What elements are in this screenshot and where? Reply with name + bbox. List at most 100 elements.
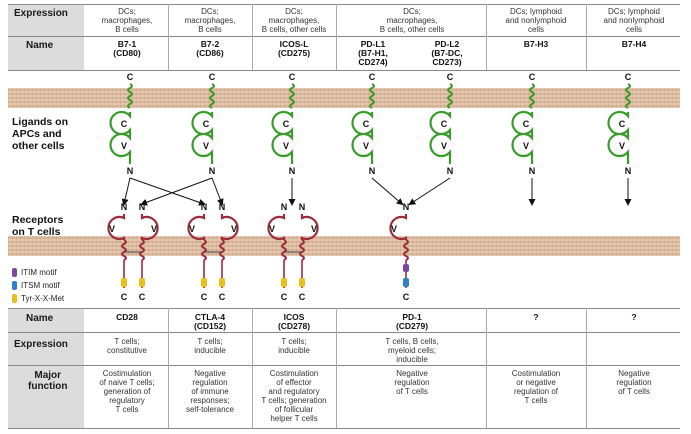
ligand-tm-segment xyxy=(127,83,133,109)
receptor-expression-ctla4: T cells; inducible xyxy=(194,337,226,355)
receptor-n-terminal-label: N xyxy=(219,202,226,212)
function-unknown-2: Negative regulation of T cells xyxy=(616,369,652,396)
receptor-v-domain-label: V xyxy=(391,224,397,234)
function-pd1: Negative regulation of T cells xyxy=(394,369,430,396)
ligand-n-terminal-label: N xyxy=(369,166,376,176)
col-divider xyxy=(168,4,169,70)
binding-arrow xyxy=(121,177,131,206)
ligand-expression-b7-1: DCs; macrophages, B cells xyxy=(101,7,153,34)
receptor-v-domain xyxy=(140,214,159,241)
itsm-swatch xyxy=(12,281,17,290)
col-divider xyxy=(336,308,337,428)
receptor-expression-pd1: T cells, B cells, myeloid cells; inducib… xyxy=(385,337,439,364)
tyr-motif xyxy=(139,278,145,287)
top-table-label-column xyxy=(8,4,84,70)
ligand-v-domain-label: V xyxy=(363,141,369,151)
ligand-expression-b7-h4: DCs; lymphoid and nonlymphoid cells xyxy=(603,7,665,34)
receptor-v-domain-label: V xyxy=(109,224,115,234)
ligand-c-terminal-label: C xyxy=(625,72,632,82)
receptor-v-domain xyxy=(300,214,319,241)
tyr-motif xyxy=(121,278,127,287)
bottom-table-label-column xyxy=(8,308,84,428)
ligand-c-terminal-label: C xyxy=(127,72,134,82)
ligand-name-b7-1: B7-1 (CD80) xyxy=(113,39,141,58)
legend-label: Tyr-X-X-Met xyxy=(21,294,65,303)
ligand-c-domain-label: C xyxy=(283,119,290,129)
ligand-ig-domains xyxy=(511,110,534,164)
ligand-name-b7-h4: B7-H4 xyxy=(621,39,647,49)
tyr-motif xyxy=(281,278,287,287)
itim-swatch xyxy=(12,268,17,277)
bottom-table-rule xyxy=(8,428,680,429)
receptor-name-ctla4: CTLA-4 (CD152) xyxy=(193,312,227,331)
ligand-expression-b7-h3: DCs; lymphoid and nonlymphoid cells xyxy=(505,7,567,34)
receptor-name-icos: ICOS (CD278) xyxy=(277,312,311,331)
receptor-c-terminal-label: C xyxy=(139,292,146,302)
ligand-c-domain-label: C xyxy=(619,119,626,129)
receptor-n-terminal-label: N xyxy=(201,202,208,212)
ligand-expression-pd-l: DCs; macrophages, B cells, other cells xyxy=(379,7,445,34)
receptor-tm-segment xyxy=(121,239,127,261)
ligand-tm-segment xyxy=(625,83,631,109)
ligand-c-terminal-label: C xyxy=(447,72,454,82)
ligand-c-terminal-label: C xyxy=(529,72,536,82)
receptors-side-label: Receptors on T cells xyxy=(12,214,64,238)
ligand-c-terminal-label: C xyxy=(209,72,216,82)
ligand-v-domain-label: V xyxy=(121,141,127,151)
receptor-c-terminal-label: C xyxy=(201,292,208,302)
receptor-v-domain xyxy=(187,214,206,241)
top-table-rule-bottom xyxy=(8,70,680,71)
receptor-n-terminal-label: N xyxy=(281,202,288,212)
receptor-n-terminal-label: N xyxy=(299,202,306,212)
top-table-rule-mid xyxy=(8,36,680,37)
col-divider xyxy=(252,4,253,70)
ligand-name-pd-l2: PD-L2 (B7-DC, CD273) xyxy=(431,39,463,67)
receptor-molecule: NVC xyxy=(267,202,288,302)
ligands-side-label: Ligands on APCs and other cells xyxy=(12,116,68,152)
receptor-n-terminal-label: N xyxy=(121,202,128,212)
receptor-name-unknown-1: ? xyxy=(533,312,539,322)
receptor-tm-segment xyxy=(403,239,409,261)
receptor-v-domain xyxy=(107,214,126,241)
ligand-ig-domains xyxy=(191,110,214,164)
ligand-v-domain-label: V xyxy=(283,141,289,151)
receptor-v-domain xyxy=(267,214,286,241)
col-divider xyxy=(486,4,487,70)
function-ctla4: Negative regulation of immune responses;… xyxy=(185,369,235,414)
receptor-v-domain-label: V xyxy=(311,224,317,234)
receptor-c-terminal-label: C xyxy=(219,292,226,302)
itsm-motif xyxy=(403,278,409,287)
ligand-name-b7-h3: B7-H3 xyxy=(523,39,549,49)
receptor-n-terminal-label: N xyxy=(403,202,410,212)
ligand-n-terminal-label: N xyxy=(127,166,134,176)
ligand-v-domain-label: V xyxy=(619,141,625,151)
receptor-molecule: NVC xyxy=(139,202,159,302)
legend-label: ITIM motif xyxy=(21,268,57,277)
ligand-tm-segment xyxy=(209,83,215,109)
function-icos: Costimulation of effector and regulatory… xyxy=(261,369,327,423)
itim-motif xyxy=(403,264,409,272)
receptor-name-unknown-2: ? xyxy=(631,312,637,322)
ligand-tm-segment xyxy=(289,83,295,109)
binding-arrow xyxy=(140,177,213,206)
ligand-tm-segment xyxy=(447,83,453,109)
ligand-c-domain-label: C xyxy=(363,119,370,129)
receptor-v-domain-label: V xyxy=(269,224,275,234)
receptor-molecule: NVC xyxy=(389,202,410,302)
ligand-expression-icos-l: DCs; macrophages, B cells, other cells xyxy=(261,7,327,34)
receptor-expression-cd28: T cells; constitutive xyxy=(106,337,148,355)
receptor-v-domain xyxy=(220,214,239,241)
ligand-tm-segment xyxy=(529,83,535,109)
ligand-tm-segment xyxy=(369,83,375,109)
ligand-v-domain-label: V xyxy=(523,141,529,151)
ligand-ig-domains xyxy=(271,110,294,164)
col-divider xyxy=(486,308,487,428)
legend-itsm: ITSM motif xyxy=(12,281,60,290)
tyr-motif xyxy=(299,278,305,287)
receptor-v-domain-label: V xyxy=(189,224,195,234)
t-cell-membrane xyxy=(8,236,680,256)
ligand-name-icos-l: ICOS-L (CD275) xyxy=(277,39,311,58)
